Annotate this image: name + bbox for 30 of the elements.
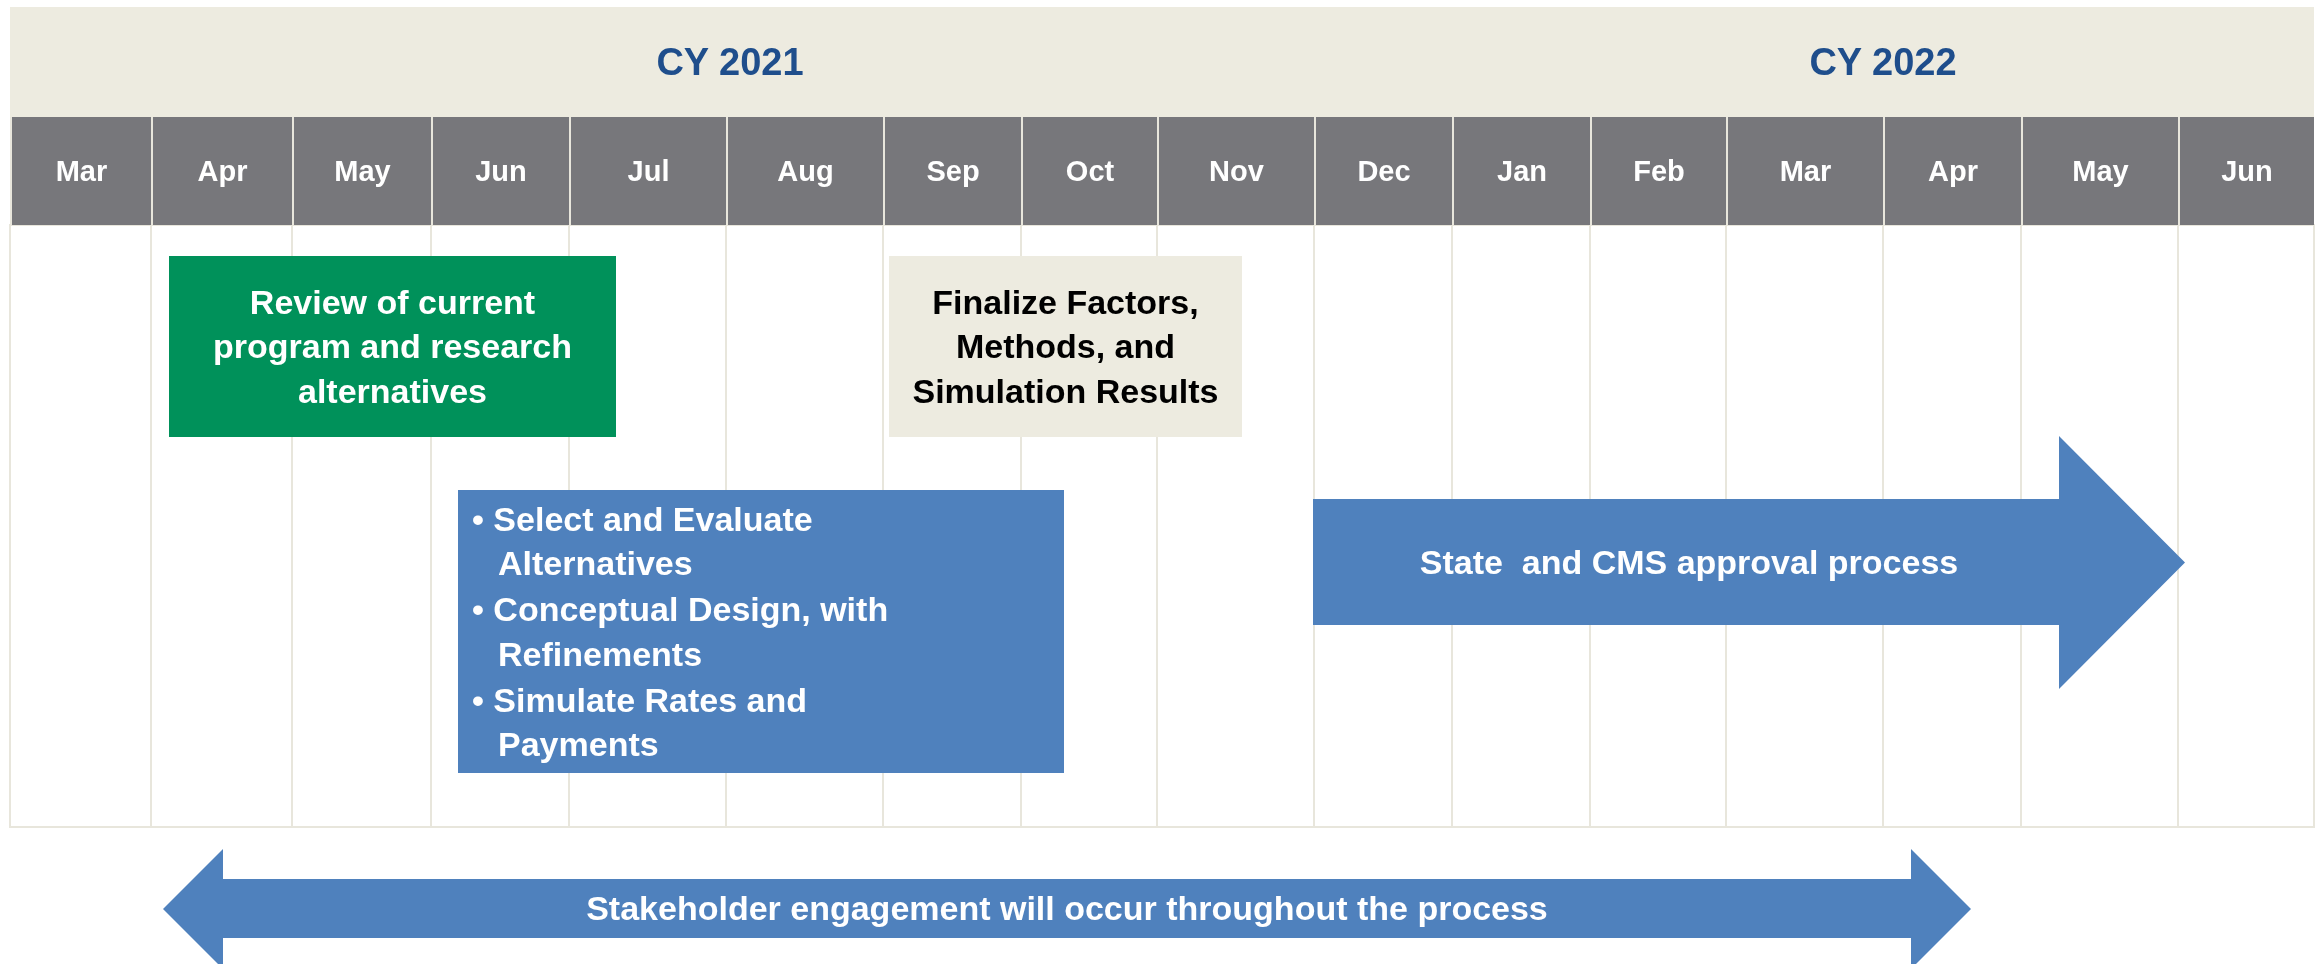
month-header-cell: May: [292, 117, 431, 225]
month-header-cell: Nov: [1157, 117, 1314, 225]
box-text: Stakeholder engagement will occur throughout the process: [585, 887, 1549, 929]
month-header-cell: Jun: [431, 117, 569, 225]
year-label: CY 2021: [655, 39, 805, 85]
month-header-cell: Jan: [1452, 117, 1590, 225]
year-label: CY 2022: [1808, 39, 1958, 85]
task-box: [458, 490, 1064, 773]
task-box: [169, 256, 616, 437]
month-header-cell: Aug: [726, 117, 883, 225]
month-header-cell: Apr: [1883, 117, 2021, 225]
month-header-cell: Feb: [1590, 117, 1726, 225]
bullet-item: • Conceptual Design, with Refinements: [472, 589, 890, 675]
process-arrow: [1313, 436, 2185, 689]
month-header-cell: Jul: [569, 117, 726, 225]
bullet-item: • Select and Evaluate Alternatives: [472, 498, 814, 585]
box-text: State and CMS approval process: [1418, 542, 1960, 584]
box-text: Finalize Factors, Methods, and Simulation Results: [911, 282, 1220, 412]
month-header-cell: May: [2021, 117, 2178, 225]
month-header-cell: Apr: [151, 117, 292, 225]
double-arrow: [163, 849, 1971, 964]
bullet-item: • Simulate Rates and Payments: [472, 679, 808, 765]
month-header-cell: Mar: [10, 117, 151, 225]
month-header-cell: Dec: [1314, 117, 1452, 225]
month-header-cell: Sep: [883, 117, 1021, 225]
box-text: Review of current program and research alternatives: [212, 282, 573, 412]
month-header-cell: Oct: [1021, 117, 1157, 225]
month-header-cell: Jun: [2178, 117, 2314, 225]
month-header-cell: Mar: [1726, 117, 1883, 225]
task-box: [889, 256, 1242, 437]
